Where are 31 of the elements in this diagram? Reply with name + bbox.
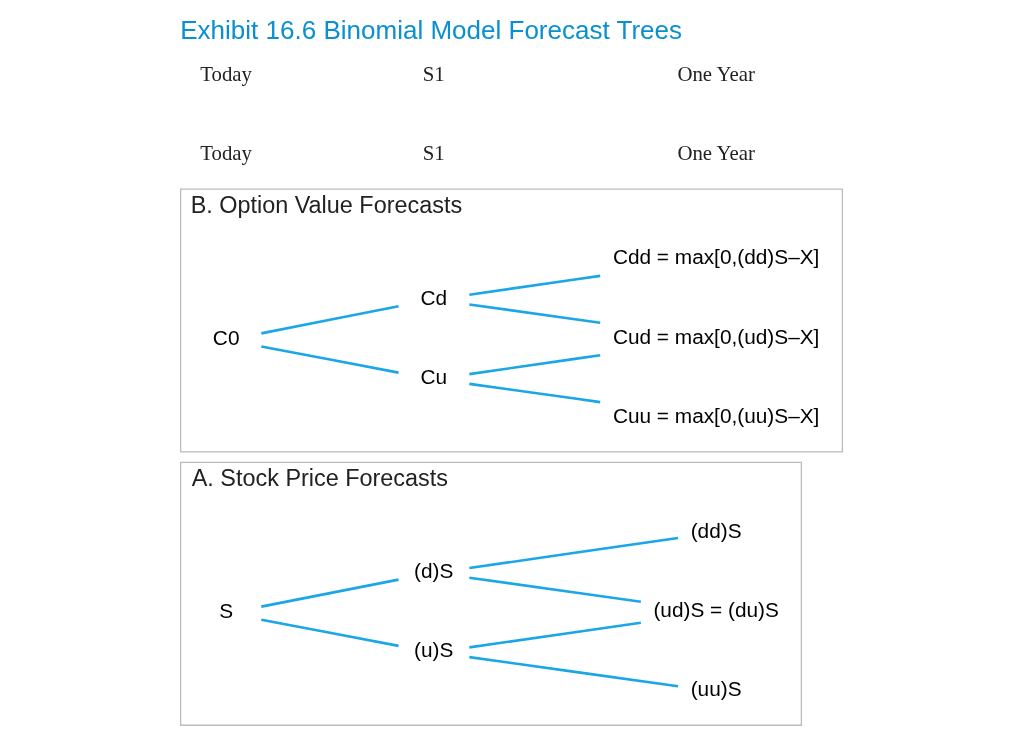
label: Today bbox=[199, 141, 252, 166]
connector bbox=[468, 382, 600, 404]
node-text: Cdd = max[0,(dd)S–X] bbox=[612, 245, 819, 269]
connector bbox=[468, 536, 678, 570]
connector bbox=[260, 618, 399, 648]
connector bbox=[260, 305, 399, 335]
label: S1 bbox=[422, 141, 445, 166]
node-text: (ud)S = (du)S bbox=[652, 597, 779, 621]
label: One Year bbox=[676, 61, 755, 86]
node-text: Cu bbox=[419, 365, 447, 388]
connector bbox=[468, 353, 600, 376]
label: One Year bbox=[676, 141, 755, 166]
connector bbox=[468, 655, 678, 688]
node-text: Cud = max[0,(ud)S–X] bbox=[612, 324, 819, 348]
connector bbox=[260, 578, 399, 608]
node-text: (u)S bbox=[413, 638, 453, 662]
connector bbox=[468, 274, 600, 296]
node-text: (uu)S bbox=[690, 677, 742, 701]
node-text: (d)S bbox=[413, 558, 453, 582]
connector bbox=[468, 303, 600, 324]
connector bbox=[468, 576, 641, 603]
label: S1 bbox=[422, 61, 445, 86]
connector bbox=[260, 345, 399, 374]
node-text: Cuu = max[0,(uu)S–X] bbox=[612, 404, 819, 428]
node-text: S bbox=[218, 599, 233, 623]
node-text: C0 bbox=[212, 325, 239, 349]
connector bbox=[468, 621, 641, 649]
node-text: (dd)S bbox=[690, 518, 742, 542]
node-text: Cd bbox=[419, 285, 447, 309]
diagram-title: Exhibit 16.6 Binomial Model Forecast Trees bbox=[179, 15, 682, 46]
label: Today bbox=[199, 61, 252, 86]
